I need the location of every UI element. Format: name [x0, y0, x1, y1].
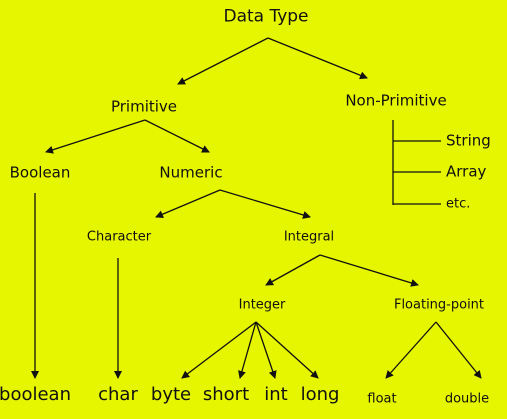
edge-floating-double: [435, 321, 482, 379]
leaf-double: double: [444, 391, 490, 407]
edge-primitive-numeric: [144, 119, 210, 153]
node-integral: Integral: [283, 229, 335, 245]
node-string: String: [446, 131, 491, 150]
edge-integer-long: [255, 321, 319, 379]
node-non-primitive: Non-Primitive: [345, 91, 447, 110]
node-array: Array: [446, 162, 487, 181]
edge-datatype-primitive: [177, 37, 269, 85]
edge-numeric-character: [155, 189, 221, 218]
leaf-char: char: [98, 384, 138, 405]
leaf-int: int: [264, 384, 288, 405]
edge-datatype-nonprimitive: [267, 37, 368, 80]
leaf-float: float: [367, 391, 397, 407]
node-data-type: Data Type: [223, 6, 309, 27]
leaf-long: long: [300, 384, 340, 405]
node-integer: Integer: [238, 297, 286, 313]
leaf-byte: byte: [150, 384, 192, 405]
edge-floating-float: [385, 321, 437, 379]
edge-integral-integer: [265, 254, 321, 286]
node-numeric: Numeric: [159, 163, 223, 182]
node-boolean-category: Boolean: [9, 163, 71, 182]
leaf-short: short: [202, 384, 250, 405]
leaf-boolean: boolean: [0, 384, 71, 405]
node-etc: etc.: [446, 196, 471, 212]
node-primitive: Primitive: [110, 97, 178, 116]
edge-integer-int: [255, 321, 277, 379]
edge-primitive-boolean: [45, 119, 146, 154]
edge-integer-short: [238, 321, 257, 379]
edge-numeric-integral: [219, 189, 311, 219]
node-floating-point: Floating-point: [393, 297, 485, 313]
edge-integer-byte: [181, 321, 257, 379]
edge-integral-floating: [319, 254, 419, 287]
node-character: Character: [86, 229, 152, 245]
